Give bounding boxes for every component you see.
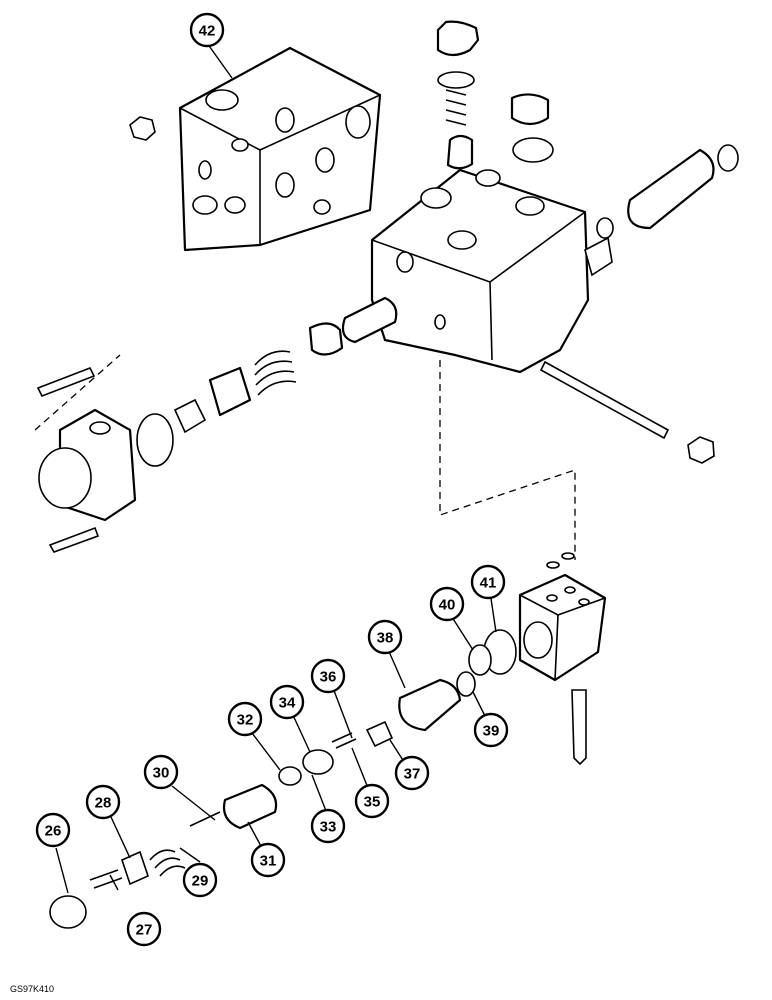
callout-27: 27 xyxy=(126,911,162,947)
callout-28: 28 xyxy=(85,784,121,820)
small-o-ring-left xyxy=(313,199,331,215)
callout-label: 33 xyxy=(320,819,337,836)
figure-code: GS97K410 xyxy=(10,984,54,994)
dashed-guide-lines xyxy=(34,354,576,560)
callout-38: 38 xyxy=(367,619,403,655)
callout-label: 30 xyxy=(153,765,170,782)
callout-label: 36 xyxy=(320,669,337,686)
callout-40: 40 xyxy=(429,586,465,622)
callout-29: 29 xyxy=(182,862,218,898)
callout-32: 32 xyxy=(227,701,263,737)
callout-34: 34 xyxy=(269,684,305,720)
main-valve-body xyxy=(370,168,590,374)
top-plug-assembly xyxy=(436,20,554,170)
callout-label: 27 xyxy=(136,922,153,939)
tie-rod xyxy=(539,360,670,440)
callout-label: 28 xyxy=(95,795,112,812)
callout-label: 41 xyxy=(480,575,497,592)
callout-36: 36 xyxy=(310,658,346,694)
nut-left xyxy=(129,116,156,141)
right-spool xyxy=(584,144,739,277)
callout-label: 31 xyxy=(260,853,277,870)
callout-label: 34 xyxy=(279,695,296,712)
callout-label: 29 xyxy=(192,873,209,890)
callout-label: 38 xyxy=(377,630,394,647)
relief-valve-parts xyxy=(49,629,517,929)
callout-37: 37 xyxy=(394,755,430,791)
callout-42: 42 xyxy=(189,12,225,48)
relief-valve-block xyxy=(518,552,607,682)
callout-label: 35 xyxy=(364,794,381,811)
callout-label: 37 xyxy=(404,766,421,783)
left-spring-assembly xyxy=(136,296,398,467)
callout-label: 32 xyxy=(237,712,254,729)
callout-leaders xyxy=(55,42,497,894)
callout-35: 35 xyxy=(354,783,390,819)
callout-label: 40 xyxy=(439,597,456,614)
callout-label: 39 xyxy=(483,723,500,740)
callout-26: 26 xyxy=(35,812,71,848)
callout-label: 42 xyxy=(199,23,216,40)
callout-31: 31 xyxy=(250,842,286,878)
cover-block xyxy=(178,46,382,252)
callout-39: 39 xyxy=(473,712,509,748)
left-end-cap xyxy=(36,366,137,553)
callout-30: 30 xyxy=(143,754,179,790)
callout-41: 41 xyxy=(470,564,506,600)
callout-33: 33 xyxy=(310,808,346,844)
block-bolt xyxy=(571,689,587,766)
nut-right xyxy=(687,436,715,464)
callout-label: 26 xyxy=(45,823,62,840)
